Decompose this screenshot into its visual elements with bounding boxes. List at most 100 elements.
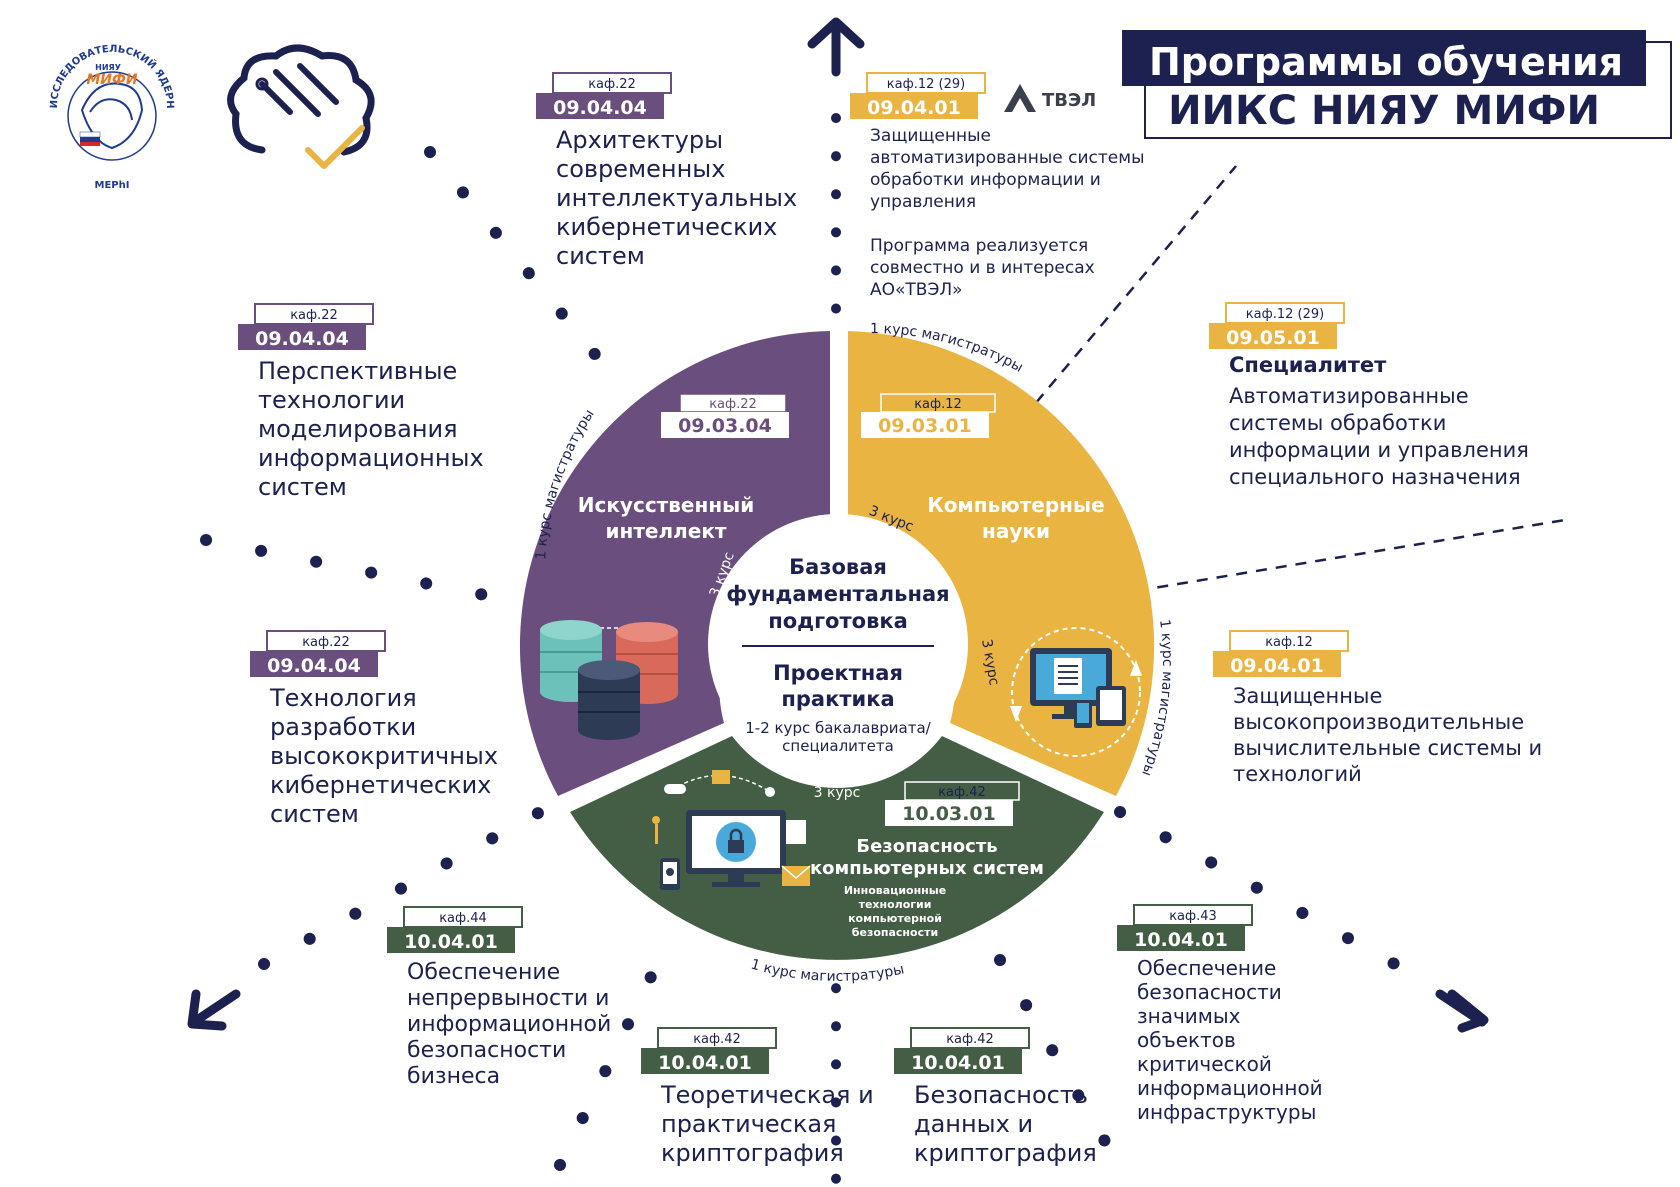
ai-dept: каф.22 <box>709 397 757 412</box>
program-10[interactable]: каф.4310.04.01Обеспечениебезопасностизна… <box>1117 904 1323 1124</box>
program-desc-line: современных <box>556 155 725 183</box>
program-code: 09.05.01 <box>1226 327 1320 349</box>
practice-line1: Проектная <box>773 661 903 685</box>
program-desc-line: интеллектуальных <box>556 184 797 212</box>
program-desc-line: непрервыности и <box>407 986 609 1011</box>
sec-dept: каф.42 <box>938 785 986 800</box>
program-desc-line: Перспективные <box>258 357 457 385</box>
code-box <box>536 93 664 119</box>
program-desc-line: Архитектуры <box>556 126 723 154</box>
program-desc-line: данных и <box>914 1110 1033 1138</box>
program-heading: Специалитет <box>1229 353 1387 377</box>
practice-line2: практика <box>781 687 894 711</box>
program-desc-line: высококритичных <box>270 742 498 770</box>
program-desc-line: специального назначения <box>1229 465 1521 489</box>
program-desc-line: вычислительные системы и <box>1233 736 1542 760</box>
program-desc-line: Обеспечение <box>407 960 560 985</box>
program-desc-line: Теоретическая и <box>660 1081 874 1109</box>
program-desc-line: Защищенные <box>870 126 991 146</box>
program-desc-line: Защищенные <box>1233 684 1382 708</box>
program-desc-line: Технология <box>269 684 417 712</box>
program-dept: каф.12 (29) <box>1246 307 1324 322</box>
arrow-down-right-icon <box>1435 989 1489 1033</box>
program-desc-line: Обеспечение <box>1137 956 1276 980</box>
program-desc-line: совместно и в интересах <box>870 258 1095 278</box>
sec-sub4: безопасности <box>852 926 938 939</box>
ai-code: 09.03.04 <box>678 415 772 437</box>
cs-dept: каф.12 <box>914 397 962 412</box>
program-desc-line: информационных <box>258 444 484 472</box>
center-line3: подготовка <box>768 609 908 633</box>
program-dept: каф.12 (29) <box>887 77 965 92</box>
program-1[interactable]: каф.2209.04.04Архитектурысовременныхинте… <box>536 72 797 270</box>
program-desc-line: разработки <box>270 713 416 741</box>
code-box <box>250 651 378 677</box>
program-code: 09.04.01 <box>1230 655 1324 677</box>
code-box <box>1213 651 1341 677</box>
program-desc-line: систем <box>270 800 359 828</box>
program-6[interactable]: каф.12 09.04.01Защищенныевысокопроизводит… <box>1213 630 1542 786</box>
program-code: 10.04.01 <box>658 1052 752 1074</box>
sec-code: 10.03.01 <box>902 803 996 825</box>
program-3[interactable]: каф.2209.04.04Технологияразработкивысоко… <box>250 630 498 828</box>
program-desc-line: объектов <box>1137 1028 1236 1052</box>
program-2[interactable]: каф.2209.04.04Перспективныетехнологиимод… <box>238 303 484 501</box>
wheel <box>519 331 1155 960</box>
program-code: 09.04.04 <box>553 97 647 119</box>
program-dept: каф.44 <box>439 911 487 926</box>
code-box <box>894 1048 1022 1074</box>
program-desc-line: бизнеса <box>407 1064 500 1089</box>
program-desc-line: инфраструктуры <box>1137 1100 1316 1124</box>
sec-sub1: Инновационные <box>844 884 946 897</box>
program-desc-line: критической <box>1137 1052 1272 1076</box>
program-desc-line: технологий <box>1233 762 1362 786</box>
program-4[interactable]: каф.12 (29)09.04.01Защищенныеавтоматизир… <box>850 72 1145 300</box>
arrow-up-icon <box>807 17 865 77</box>
program-dept: каф.42 <box>693 1032 741 1047</box>
program-dept: каф.12 <box>1265 635 1313 650</box>
program-desc-line: информации и управления <box>1229 438 1529 462</box>
program-desc-line: автоматизированные системы <box>870 148 1145 168</box>
program-desc-line: кибернетических <box>556 213 777 241</box>
program-desc-line: безопасности <box>1137 980 1282 1004</box>
security-monitor-icon <box>652 770 811 890</box>
sec-course1m: 1 курс магистратуры <box>749 956 906 984</box>
program-desc-line: Безопасность <box>914 1081 1088 1109</box>
program-desc-line: высокопроизводительные <box>1233 710 1524 734</box>
mephi-mark: МИФИ <box>86 72 138 88</box>
program-5[interactable]: каф.12 (29)09.05.01СпециалитетАвтоматизи… <box>1209 302 1529 489</box>
code-box <box>1209 323 1337 349</box>
mephi-logo: НАЦИОНАЛЬНЫЙ ИССЛЕДОВАТЕЛЬСКИЙ ЯДЕРНЫЙ У… <box>0 0 182 191</box>
program-desc-line: систем <box>258 473 347 501</box>
program-code: 10.04.01 <box>1134 929 1228 951</box>
program-desc-line: систем <box>556 242 645 270</box>
sec-course3: 3 курс <box>814 785 861 801</box>
cs-title1: Компьютерные <box>927 493 1104 517</box>
code-box <box>1117 925 1245 951</box>
program-desc-line: безопасности <box>407 1038 566 1063</box>
program-desc-line: Программа реализуется <box>870 236 1088 256</box>
program-code: 10.04.01 <box>911 1052 1005 1074</box>
program-dept: каф.43 <box>1169 909 1217 924</box>
code-box <box>850 93 978 119</box>
header: Программы обучения ИИКС НИЯУ МИФИ <box>1122 30 1672 139</box>
program-dept: каф.22 <box>302 635 350 650</box>
center-line1: Базовая <box>789 555 887 579</box>
page-title-line1: Программы обучения <box>1149 40 1623 84</box>
ai-title2: интеллект <box>605 519 726 543</box>
program-dept: каф.22 <box>290 308 338 323</box>
program-desc-line: кибернетических <box>270 771 491 799</box>
program-desc-line: обработки информации и <box>870 170 1101 190</box>
sector-sec[interactable] <box>570 736 1104 960</box>
program-desc-line: управления <box>870 192 976 212</box>
brain-logo-icon <box>227 44 375 169</box>
sec-sector-content: каф.42 10.03.01 3 курс Безопасность комп… <box>652 770 1044 985</box>
code-box <box>387 927 515 953</box>
program-desc-line: информационной <box>1137 1076 1323 1100</box>
arrow-down-left-icon <box>187 989 241 1031</box>
center-line2: фундаментальная <box>726 582 949 606</box>
